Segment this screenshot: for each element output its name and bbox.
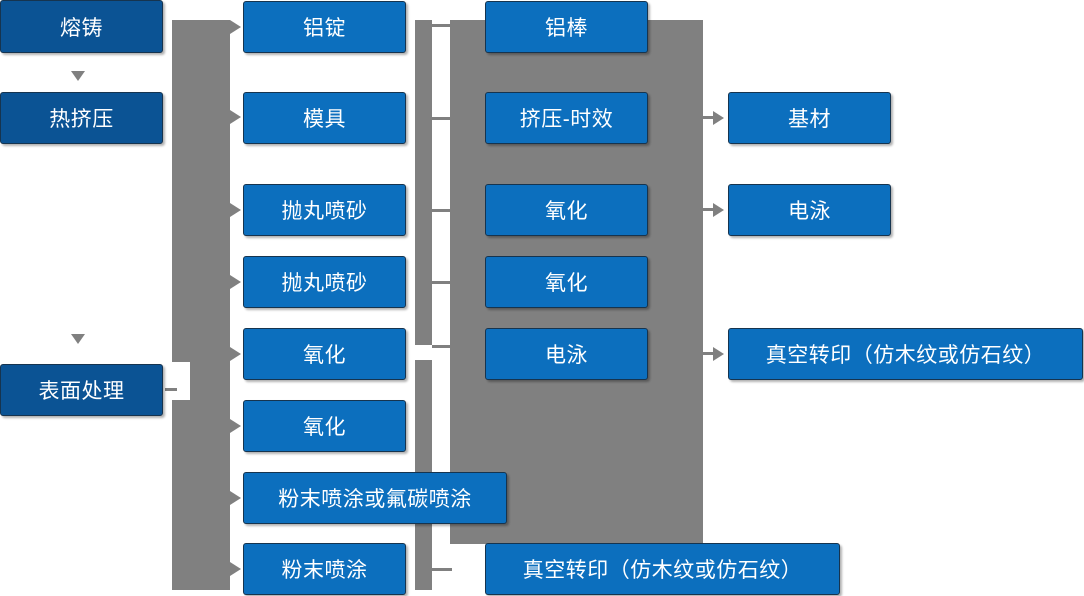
process-box-shot-blasting-1[interactable]: 抛丸喷砂 [243,184,406,236]
treatment-box-oxidation-2[interactable]: 氧化 [485,256,648,308]
connector-line-surface-treatment [165,388,177,391]
stub-to-vacuum-transfer [703,352,715,355]
arrow-to-oxidation-2 [230,419,241,433]
output-box-substrate[interactable]: 基材 [728,92,891,144]
output-label-electrophoresis: 电泳 [788,200,831,223]
treatment-box-extrusion-aging[interactable]: 挤压-时效 [485,92,648,144]
process-box-mold[interactable]: 模具 [243,92,406,144]
arrow-to-aluminum-ingot [230,20,241,34]
treatment-box-aluminum-rod[interactable]: 铝棒 [485,1,648,53]
process-label-mold: 模具 [303,108,346,131]
output-box-vacuum-transfer[interactable]: 真空转印（仿木纹或仿石纹） [728,328,1083,380]
process-label-powder-coating: 粉末喷涂 [281,559,368,582]
process-box-powder-or-fluorocarbon[interactable]: 粉末喷涂或氟碳喷涂 [243,472,507,524]
treatment-label-aluminum-rod: 铝棒 [545,17,588,40]
treatment-label-electrophoresis: 电泳 [545,344,588,367]
connector-line-shot-blasting-2 [432,281,452,284]
connector-band-stages [172,20,230,590]
process-label-oxidation-1: 氧化 [303,344,346,367]
arrow-to-mold [230,110,241,124]
arrow-to-oxidation-1 [230,347,241,361]
stub-to-electrophoresis [703,208,715,211]
connector-line-mold [432,117,452,120]
arrow-to-substrate [713,111,724,125]
arrow-to-shot-blasting-1 [230,203,241,217]
treatment-box-oxidation-1[interactable]: 氧化 [485,184,648,236]
process-label-aluminum-ingot: 铝锭 [303,17,346,40]
stage-box-hot-extrusion[interactable]: 热挤压 [0,92,163,144]
process-box-powder-coating[interactable]: 粉末喷涂 [243,543,406,595]
stage-label-surface-treatment: 表面处理 [38,380,125,403]
connector-bar-inputs [415,20,432,345]
process-label-oxidation-2: 氧化 [303,416,346,439]
arrow-to-powder-or-fluorocarbon [230,491,241,505]
process-box-shot-blasting-2[interactable]: 抛丸喷砂 [243,256,406,308]
connector-band-stages-notch [160,362,190,400]
process-box-oxidation-1[interactable]: 氧化 [243,328,406,380]
stage-label-hot-extrusion: 热挤压 [49,108,114,131]
stub-to-substrate [703,116,715,119]
stage-box-melt-cast[interactable]: 熔铸 [0,0,163,53]
process-label-powder-or-fluorocarbon: 粉末喷涂或氟碳喷涂 [278,488,472,511]
connector-line-shot-blasting-1 [432,209,452,212]
treatment-label-vacuum-transfer: 真空转印（仿木纹或仿石纹） [522,559,803,582]
output-box-electrophoresis[interactable]: 电泳 [728,184,891,236]
arrow-to-electrophoresis [713,203,724,217]
connector-line-aluminum-ingot [432,24,452,27]
treatment-box-electrophoresis[interactable]: 电泳 [485,328,648,380]
stage-box-surface-treatment[interactable]: 表面处理 [0,364,163,416]
process-label-shot-blasting-2: 抛丸喷砂 [281,272,368,295]
connector-line-oxidation-1 [432,345,452,348]
arrow-to-powder-coating [230,562,241,576]
output-label-vacuum-transfer: 真空转印（仿木纹或仿石纹） [765,344,1046,367]
connector-line-powder-coating [432,568,452,571]
stage-label-melt-cast: 熔铸 [60,16,103,40]
arrow-to-vacuum-transfer [713,347,724,361]
process-box-aluminum-ingot[interactable]: 铝锭 [243,1,406,53]
arrow-down-extrusion-to-surface [71,334,85,344]
treatment-box-vacuum-transfer[interactable]: 真空转印（仿木纹或仿石纹） [485,543,840,595]
output-label-substrate: 基材 [788,108,831,131]
treatment-label-extrusion-aging: 挤压-时效 [519,108,614,131]
treatment-label-oxidation-2: 氧化 [545,272,588,295]
treatment-label-oxidation-1: 氧化 [545,200,588,223]
arrow-down-melt-to-extrusion [71,71,85,81]
process-box-oxidation-2[interactable]: 氧化 [243,400,406,452]
process-label-shot-blasting-1: 抛丸喷砂 [281,200,368,223]
arrow-to-shot-blasting-2 [230,275,241,289]
